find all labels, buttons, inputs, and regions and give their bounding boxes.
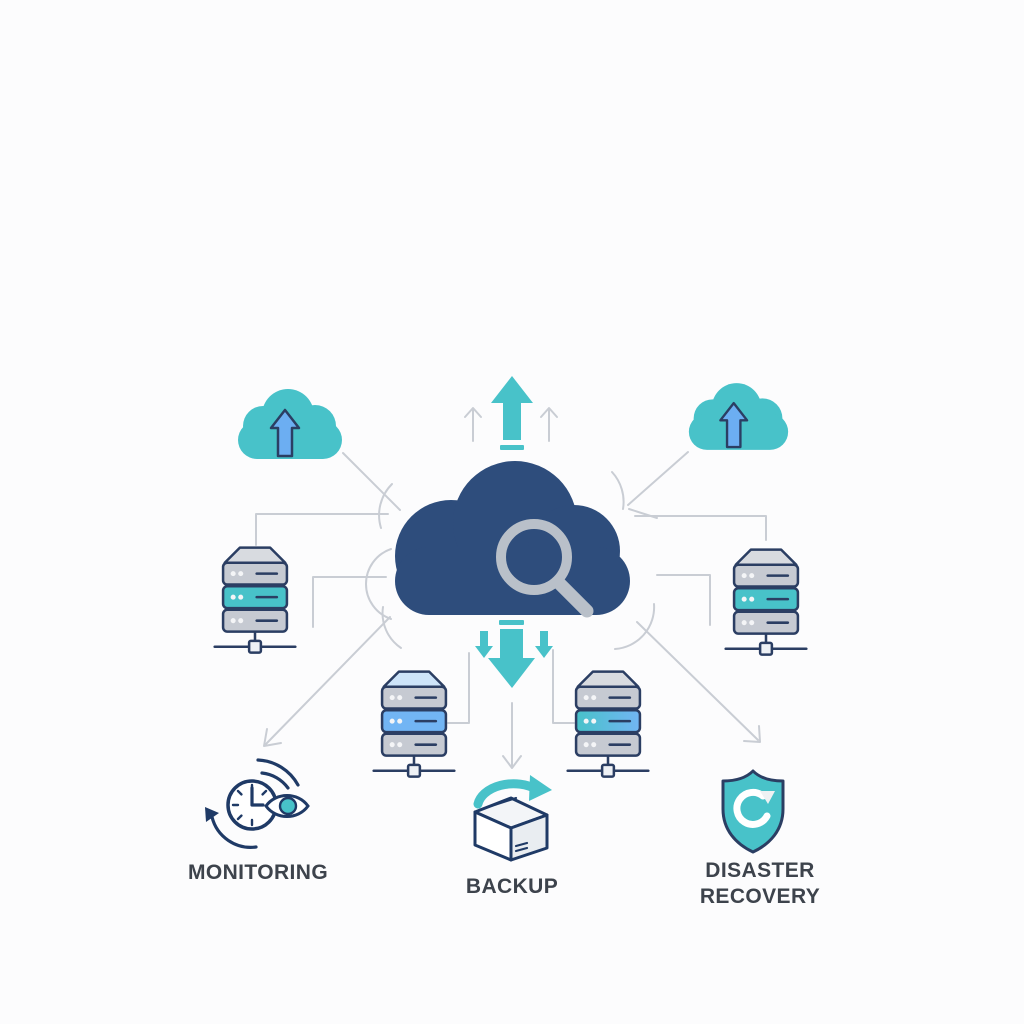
arrow-to-monitoring-head [263, 728, 282, 747]
connector-left-stub [312, 576, 387, 628]
box-right-face [509, 813, 549, 862]
monitoring-clock-eye-icon [205, 758, 310, 849]
cloud-halo-arc-lower-right [614, 603, 656, 650]
upload-arrows-icon [491, 376, 533, 450]
refresh-circle [733, 788, 771, 828]
cloud-search-icon [395, 461, 630, 618]
refresh-arc [210, 815, 258, 849]
connector-left-cloud-diagonal [342, 452, 401, 511]
cloud-halo-arc-upper-right [611, 471, 625, 510]
cloud-upload-icon-left [238, 389, 342, 459]
connector-right-cloud-diagonal [627, 451, 689, 506]
box-flap-line [477, 796, 518, 812]
monitoring-label: MONITORING [187, 861, 329, 884]
search-icon [496, 519, 594, 618]
sync-arrow [473, 779, 541, 809]
disaster-recovery-label-line2: RECOVERY [699, 885, 821, 908]
thin-upload-arrow-right [540, 407, 558, 442]
sync-arrow-head [529, 775, 552, 801]
bracket-left-of-download [447, 652, 470, 724]
arrow-to-backup-head [502, 755, 522, 769]
server-stack-icon-lower-left [372, 670, 456, 778]
disaster-recovery-label-line1: DISASTER [705, 859, 815, 882]
clock-hands [250, 786, 265, 807]
cloud-halo-arc-left [365, 548, 392, 620]
signal-arc-inner [260, 771, 290, 790]
disaster-recovery-shield-icon [721, 769, 785, 854]
upload-arrow-icon [269, 408, 301, 458]
refresh-head [760, 791, 775, 804]
refresh-arc-head [205, 807, 219, 822]
arrow-to-monitoring [265, 616, 391, 745]
download-arrows-icon [475, 620, 553, 688]
eye-iris [278, 796, 298, 816]
cloud-halo-arc-lower-left [381, 606, 402, 649]
connector-right-stub [656, 574, 711, 626]
upload-arrow-icon [719, 401, 749, 449]
thin-upload-arrow-left [464, 407, 482, 442]
server-stack-icon-upper-left [213, 546, 297, 654]
backup-label: BACKUP [465, 875, 559, 898]
disaster-recovery-label: DISASTER RECOVERY [668, 858, 852, 910]
cloud-upload-icon-right [688, 383, 789, 450]
signal-arc-outer [256, 758, 300, 787]
bracket-right-of-download [552, 649, 575, 724]
backup-box-icon [473, 775, 552, 862]
box-label-marks [514, 841, 529, 853]
arrow-to-disaster-recovery-head [743, 725, 761, 743]
shield-shape [721, 769, 785, 854]
connector-right-server-to-cloud [634, 515, 767, 541]
server-stack-icon-lower-right [566, 670, 650, 778]
arrow-to-disaster-recovery [636, 621, 759, 741]
connector-left-server-to-cloud [255, 513, 389, 546]
cloud-halo-tick-right [628, 508, 658, 519]
cloud-halo-arc-upper-left [378, 483, 393, 529]
server-stack-icon-upper-right [724, 548, 808, 656]
